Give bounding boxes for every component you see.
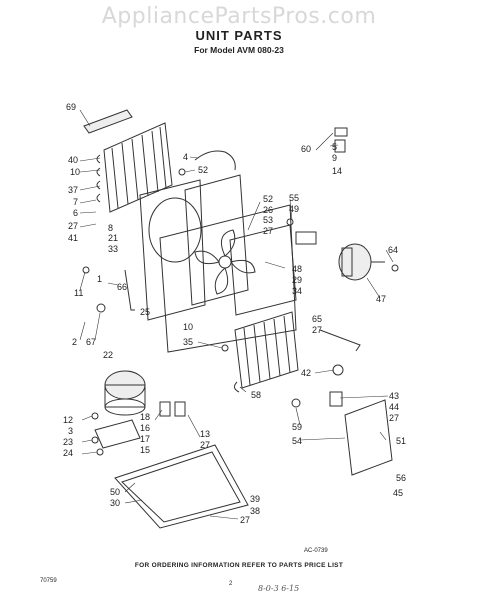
callout-4: 4: [183, 152, 188, 162]
compressor: [104, 370, 146, 416]
callout-23: 23: [63, 437, 73, 447]
callout-27c: 27: [312, 325, 322, 335]
callout-34: 34: [292, 286, 302, 296]
callout-15: 15: [140, 445, 150, 455]
callout-64: 64: [388, 245, 398, 255]
callout-45: 45: [393, 488, 403, 498]
callout-27: 27: [68, 221, 78, 231]
filter-strip: [83, 109, 133, 134]
callout-27f: 27: [240, 515, 250, 525]
condenser-coil: [96, 122, 173, 213]
callout-50: 50: [110, 487, 120, 497]
callout-43: 43: [389, 391, 399, 401]
capacitor: [295, 231, 317, 245]
callout-53: 53: [263, 215, 273, 225]
fan-blade: [194, 229, 256, 295]
callout-47: 47: [376, 294, 386, 304]
handwritten-note: 8-0-3 6-15: [258, 584, 300, 593]
control-bracket: [329, 391, 393, 476]
diagram-title: UNIT PARTS: [195, 28, 283, 43]
capillary-tube: [194, 150, 236, 171]
callout-22: 22: [103, 350, 113, 360]
callout-44: 44: [389, 402, 399, 412]
callout-60: 60: [301, 144, 311, 154]
callout-25: 25: [140, 307, 150, 317]
callout-67: 67: [86, 337, 96, 347]
callout-27e: 27: [200, 440, 210, 450]
callout-38: 38: [250, 506, 260, 516]
callout-labels: 69 40 10 37 7 6 27 41 8 21 33 4 52 60 5 …: [63, 102, 406, 525]
callout-3: 3: [68, 426, 73, 436]
drawing-code: AC-0739: [304, 548, 328, 554]
callout-2: 2: [72, 337, 77, 347]
callout-49: 49: [289, 204, 299, 214]
callout-27b: 27: [263, 226, 273, 236]
callout-58: 58: [251, 390, 261, 400]
callout-27d: 27: [389, 413, 399, 423]
callout-7: 7: [73, 197, 78, 207]
page-number: 2: [229, 581, 233, 587]
callout-30: 30: [110, 498, 120, 508]
callout-69: 69: [66, 102, 76, 112]
callout-10: 10: [70, 167, 80, 177]
callout-52: 52: [198, 165, 208, 175]
bulkhead-panel: [159, 204, 297, 353]
callout-11: 11: [74, 288, 83, 298]
callout-1: 1: [97, 274, 102, 284]
callout-16: 16: [140, 423, 150, 433]
callout-52b: 52: [263, 194, 273, 204]
callout-24: 24: [63, 448, 73, 458]
callout-59: 59: [292, 422, 302, 432]
corner-code: 70759: [40, 578, 57, 584]
callout-17: 17: [140, 434, 150, 444]
compressor-mount-plate: [94, 419, 141, 449]
watermark: AppliancePartsPros.com: [101, 4, 377, 29]
callout-5: 5: [332, 142, 337, 152]
callout-33: 33: [108, 244, 118, 254]
callout-26: 26: [263, 205, 273, 215]
callout-48: 48: [292, 264, 302, 274]
callout-6: 6: [73, 208, 78, 218]
callout-40: 40: [68, 155, 78, 165]
callout-10b: 10: [183, 322, 193, 332]
callout-42: 42: [301, 368, 311, 378]
callout-12: 12: [63, 415, 73, 425]
callout-14: 14: [332, 166, 342, 176]
fan-motor: [338, 243, 385, 281]
callout-21: 21: [108, 233, 118, 243]
leader-lines: [79, 109, 394, 520]
callout-41: 41: [68, 233, 78, 243]
callout-56: 56: [396, 473, 406, 483]
diagram-subtitle: For Model AVM 080-23: [194, 45, 284, 55]
callout-51: 51: [396, 436, 406, 446]
callout-39: 39: [250, 494, 260, 504]
callout-13: 13: [200, 429, 210, 439]
callout-35: 35: [183, 337, 193, 347]
callout-8: 8: [108, 223, 113, 233]
callout-9: 9: [332, 153, 337, 163]
ordering-footer: FOR ORDERING INFORMATION REFER TO PARTS …: [134, 562, 344, 569]
callout-54: 54: [292, 436, 302, 446]
callout-37: 37: [68, 185, 78, 195]
callout-65: 65: [312, 314, 322, 324]
callout-29: 29: [292, 275, 302, 285]
callout-18: 18: [140, 412, 150, 422]
base-pan: [114, 444, 249, 529]
blower-shroud: [139, 174, 249, 321]
evaporator-coil: [234, 311, 299, 389]
callout-55: 55: [289, 193, 299, 203]
callout-66: 66: [117, 282, 127, 292]
